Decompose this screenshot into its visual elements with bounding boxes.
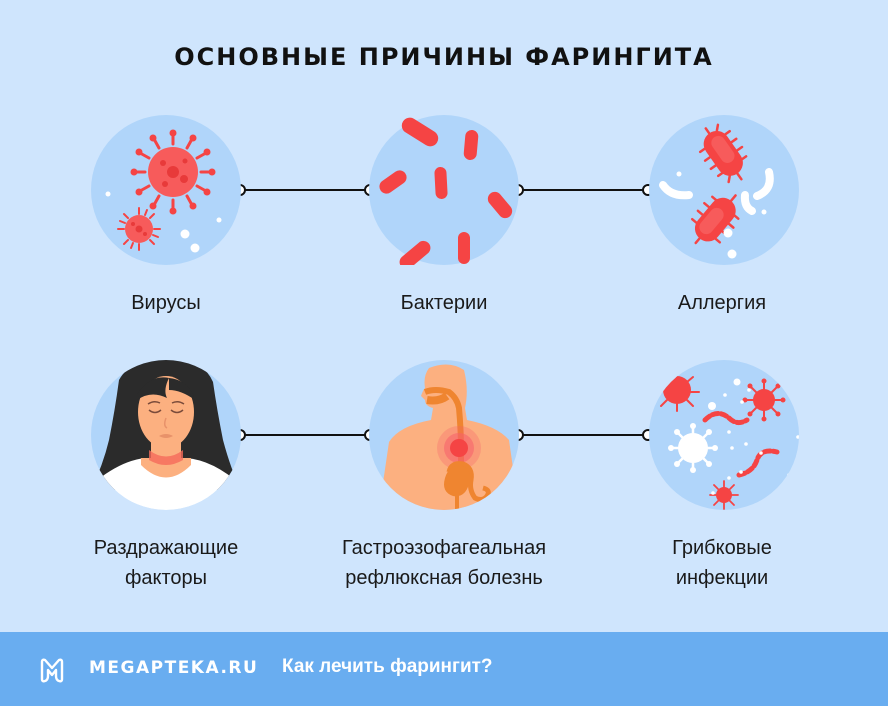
cause-node-bacteria [369, 115, 519, 265]
connector-virus-bacteria [233, 183, 377, 197]
megapteka-logo-icon[interactable] [38, 656, 66, 684]
page-title: ОСНОВНЫЕ ПРИЧИНЫ ФАРИНГИТА [174, 43, 714, 71]
virus-icon [91, 115, 241, 265]
cause-label-irritants: Раздражающие факторы [93, 537, 239, 589]
cause-label-bacteria: Бактерии [400, 292, 488, 314]
cause-node-gerd [369, 360, 519, 510]
bacteria-icon [369, 115, 519, 265]
cause-node-fungal [649, 360, 799, 510]
cause-label-allergy: Аллергия [677, 292, 767, 314]
cause-node-viruses [91, 115, 241, 265]
brand-name[interactable]: MEGAPTEKA.RU [89, 658, 259, 678]
cause-label-viruses: Вирусы [131, 292, 201, 314]
connector-bacteria-allergy [511, 183, 655, 197]
connector-irritant-gerd [233, 428, 377, 442]
footer-bar [0, 632, 888, 706]
cause-label-fungal: Грибковые инфекции [672, 537, 772, 589]
irritant-woman-icon [91, 360, 241, 510]
cause-node-allergy [649, 115, 799, 265]
allergy-icon [649, 115, 799, 265]
connector-gerd-fungal [511, 428, 655, 442]
gerd-body-icon [369, 360, 519, 510]
fungal-infection-icon [649, 360, 799, 510]
cause-node-irritants [91, 360, 241, 510]
cause-label-gerd: Гастроэзофагеальная рефлюксная болезнь [341, 537, 547, 589]
how-to-treat-link[interactable]: Как лечить фарингит? [282, 656, 493, 677]
